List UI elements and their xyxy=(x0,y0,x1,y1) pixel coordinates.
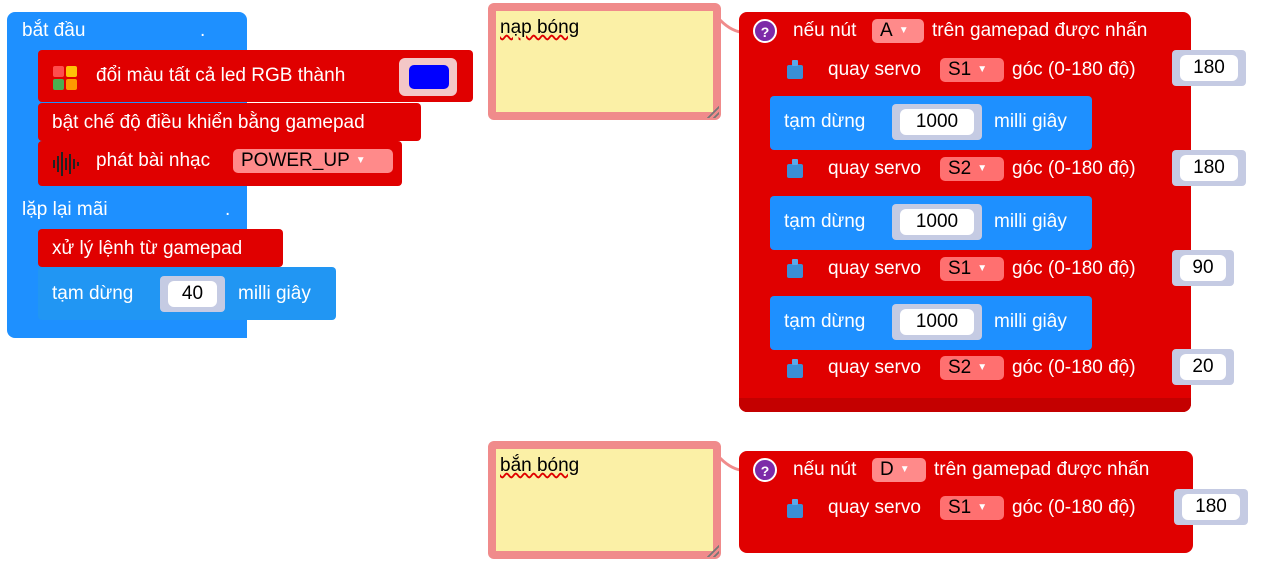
button-dropdown[interactable]: A▼ xyxy=(872,19,924,43)
button-value: A xyxy=(880,20,893,42)
servo-value: S2 xyxy=(948,357,972,379)
angle-label: góc (0-180 độ) xyxy=(1012,158,1136,179)
servo-label: quay servo xyxy=(828,357,921,378)
event-d-suffix: trên gamepad được nhấn xyxy=(934,459,1150,480)
wait-suffix: milli giây xyxy=(994,211,1067,232)
song-value: POWER_UP xyxy=(241,150,350,172)
help-icon[interactable]: ? xyxy=(753,458,777,482)
start-block-dot: . xyxy=(200,20,206,41)
angle-label: góc (0-180 độ) xyxy=(1012,258,1136,279)
angle-value[interactable]: 180 xyxy=(1182,494,1240,520)
event-d-prefix: nếu nút xyxy=(793,459,857,480)
wait-socket: 1000 xyxy=(892,304,982,340)
dropdown-arrow-icon: ▼ xyxy=(977,502,988,513)
servo-dropdown[interactable]: S2 ▼ xyxy=(940,356,1004,380)
rgb-led-icon xyxy=(53,66,77,90)
dropdown-arrow-icon: ▼ xyxy=(977,263,988,274)
wait-value[interactable]: 1000 xyxy=(900,109,974,135)
music-icon xyxy=(51,150,81,178)
resize-handle-icon[interactable] xyxy=(707,106,719,118)
dropdown-arrow-icon: ▼ xyxy=(898,25,909,36)
servo-value: S1 xyxy=(948,59,972,81)
angle-label: góc (0-180 độ) xyxy=(1012,59,1136,80)
gamepad-mode-label: bật chế độ điều khiển bằng gamepad xyxy=(52,112,365,133)
servo-dropdown[interactable]: S1 ▼ xyxy=(940,58,1004,82)
wait-prefix: tạm dừng xyxy=(784,311,866,332)
resize-handle-icon[interactable] xyxy=(707,545,719,557)
angle-socket: 20 xyxy=(1172,349,1234,385)
angle-socket: 180 xyxy=(1172,50,1246,86)
wait-suffix: milli giây xyxy=(994,111,1067,132)
start-block-label: bắt đầu xyxy=(22,20,86,41)
dropdown-arrow-icon: ▼ xyxy=(977,362,988,373)
wait-suffix: milli giây xyxy=(238,283,311,304)
wait-socket: 40 xyxy=(160,276,225,312)
servo-dropdown[interactable]: S2 ▼ xyxy=(940,157,1004,181)
servo-label: quay servo xyxy=(828,258,921,279)
comment-text[interactable]: bắn bóng xyxy=(500,455,580,476)
help-icon[interactable]: ? xyxy=(753,19,777,43)
wait-value[interactable]: 40 xyxy=(168,281,217,307)
comment-text[interactable]: nạp bóng xyxy=(500,17,580,38)
event-a-suffix: trên gamepad được nhấn xyxy=(932,20,1148,41)
color-swatch[interactable] xyxy=(409,65,449,89)
button-dropdown[interactable]: D▼ xyxy=(872,458,926,482)
angle-socket: 180 xyxy=(1172,150,1246,186)
rgb-color-label: đổi màu tất cả led RGB thành xyxy=(96,65,346,86)
angle-value[interactable]: 90 xyxy=(1180,255,1226,281)
loop-dot: . xyxy=(225,199,231,220)
wait-prefix: tạm dừng xyxy=(784,111,866,132)
dropdown-arrow-icon: ▼ xyxy=(355,155,366,166)
servo-label: quay servo xyxy=(828,158,921,179)
angle-label: góc (0-180 độ) xyxy=(1012,357,1136,378)
dropdown-arrow-icon: ▼ xyxy=(899,464,910,475)
angle-socket: 90 xyxy=(1172,250,1234,286)
angle-socket: 180 xyxy=(1174,489,1248,525)
event-a-prefix: nếu nút xyxy=(793,20,857,41)
wait-socket: 1000 xyxy=(892,104,982,140)
angle-value[interactable]: 180 xyxy=(1180,155,1238,181)
gamepad-process-block[interactable] xyxy=(38,229,283,267)
servo-icon xyxy=(787,499,803,518)
servo-value: S2 xyxy=(948,158,972,180)
button-value: D xyxy=(880,459,894,481)
comment-note[interactable]: bắn bóng xyxy=(488,441,721,559)
angle-label: góc (0-180 độ) xyxy=(1012,497,1136,518)
servo-value: S1 xyxy=(948,497,972,519)
dropdown-arrow-icon: ▼ xyxy=(977,64,988,75)
servo-icon xyxy=(787,259,803,278)
wait-suffix: milli giây xyxy=(994,311,1067,332)
song-dropdown[interactable]: POWER_UP ▼ xyxy=(233,149,393,173)
wait-socket: 1000 xyxy=(892,204,982,240)
servo-label: quay servo xyxy=(828,59,921,80)
wait-prefix: tạm dừng xyxy=(52,283,134,304)
gamepad-mode-block[interactable] xyxy=(38,103,421,141)
servo-label: quay servo xyxy=(828,497,921,518)
wait-prefix: tạm dừng xyxy=(784,211,866,232)
angle-value[interactable]: 180 xyxy=(1180,55,1238,81)
play-music-label: phát bài nhạc xyxy=(96,150,211,171)
wait-value[interactable]: 1000 xyxy=(900,309,974,335)
dropdown-arrow-icon: ▼ xyxy=(977,163,988,174)
angle-value[interactable]: 20 xyxy=(1180,354,1226,380)
servo-icon xyxy=(787,60,803,79)
wait-value[interactable]: 1000 xyxy=(900,209,974,235)
servo-icon xyxy=(787,359,803,378)
servo-dropdown[interactable]: S1 ▼ xyxy=(940,496,1004,520)
servo-value: S1 xyxy=(948,258,972,280)
servo-dropdown[interactable]: S1 ▼ xyxy=(940,257,1004,281)
loop-label: lặp lại mãi xyxy=(22,199,108,220)
servo-icon xyxy=(787,159,803,178)
comment-note[interactable]: nạp bóng xyxy=(488,3,721,120)
gamepad-process-label: xử lý lệnh từ gamepad xyxy=(52,238,243,259)
